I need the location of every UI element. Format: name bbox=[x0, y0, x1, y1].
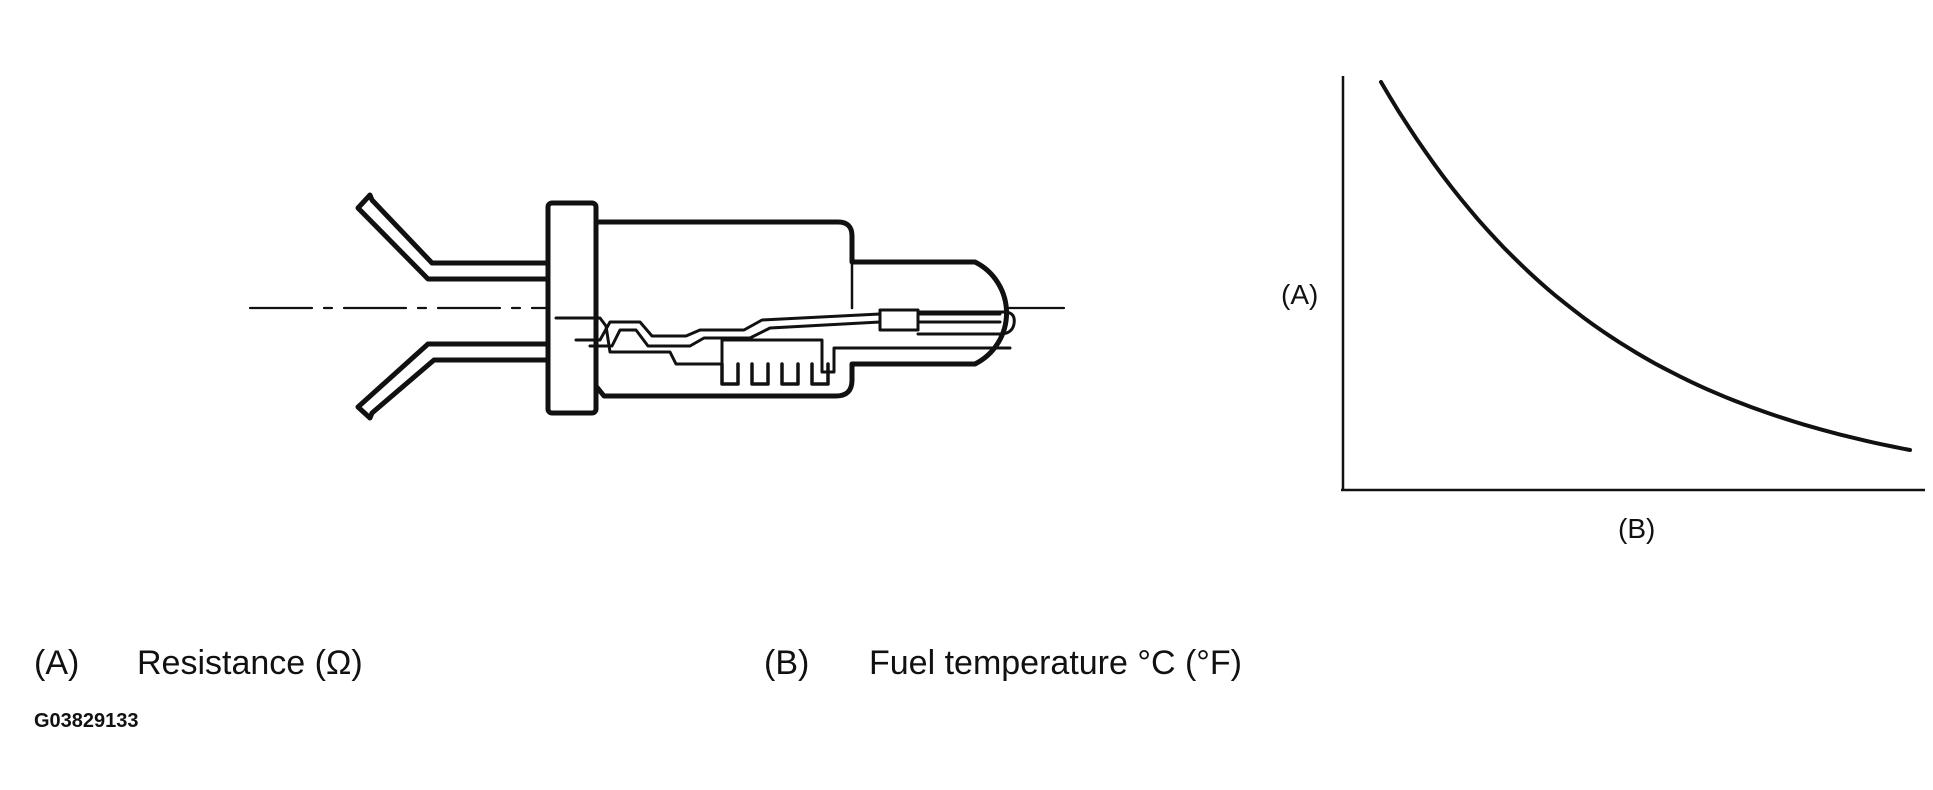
legend-b-text: Fuel temperature °C (°F) bbox=[869, 644, 1242, 682]
x-axis-tag: (B) bbox=[1618, 513, 1655, 544]
legend-a-text: Resistance (Ω) bbox=[137, 644, 363, 682]
inner-lead-lower bbox=[588, 320, 1002, 348]
sensor-body bbox=[593, 219, 1009, 399]
legend-a-tag: (A) bbox=[34, 644, 79, 682]
legend: (A) Resistance (Ω) (B) Fuel temperature … bbox=[34, 644, 1242, 682]
legend-b-tag: (B) bbox=[764, 644, 809, 682]
thermistor-tip-lead bbox=[916, 310, 1016, 336]
upper-terminal bbox=[355, 192, 551, 282]
sensor-flange bbox=[545, 200, 599, 416]
thermistor-element bbox=[878, 308, 920, 332]
y-axis-tag: (A) bbox=[1281, 279, 1318, 310]
inner-lead-upper bbox=[574, 312, 1002, 342]
fuel-temperature-sensor-drawing bbox=[248, 192, 1074, 421]
figure-id: G03829133 bbox=[34, 710, 139, 732]
sensor-comb-teeth bbox=[720, 362, 830, 386]
resistance-curve bbox=[1379, 80, 1912, 452]
lower-terminal bbox=[355, 341, 563, 421]
resistance-temperature-graph: (A) (B) bbox=[1281, 76, 1925, 544]
